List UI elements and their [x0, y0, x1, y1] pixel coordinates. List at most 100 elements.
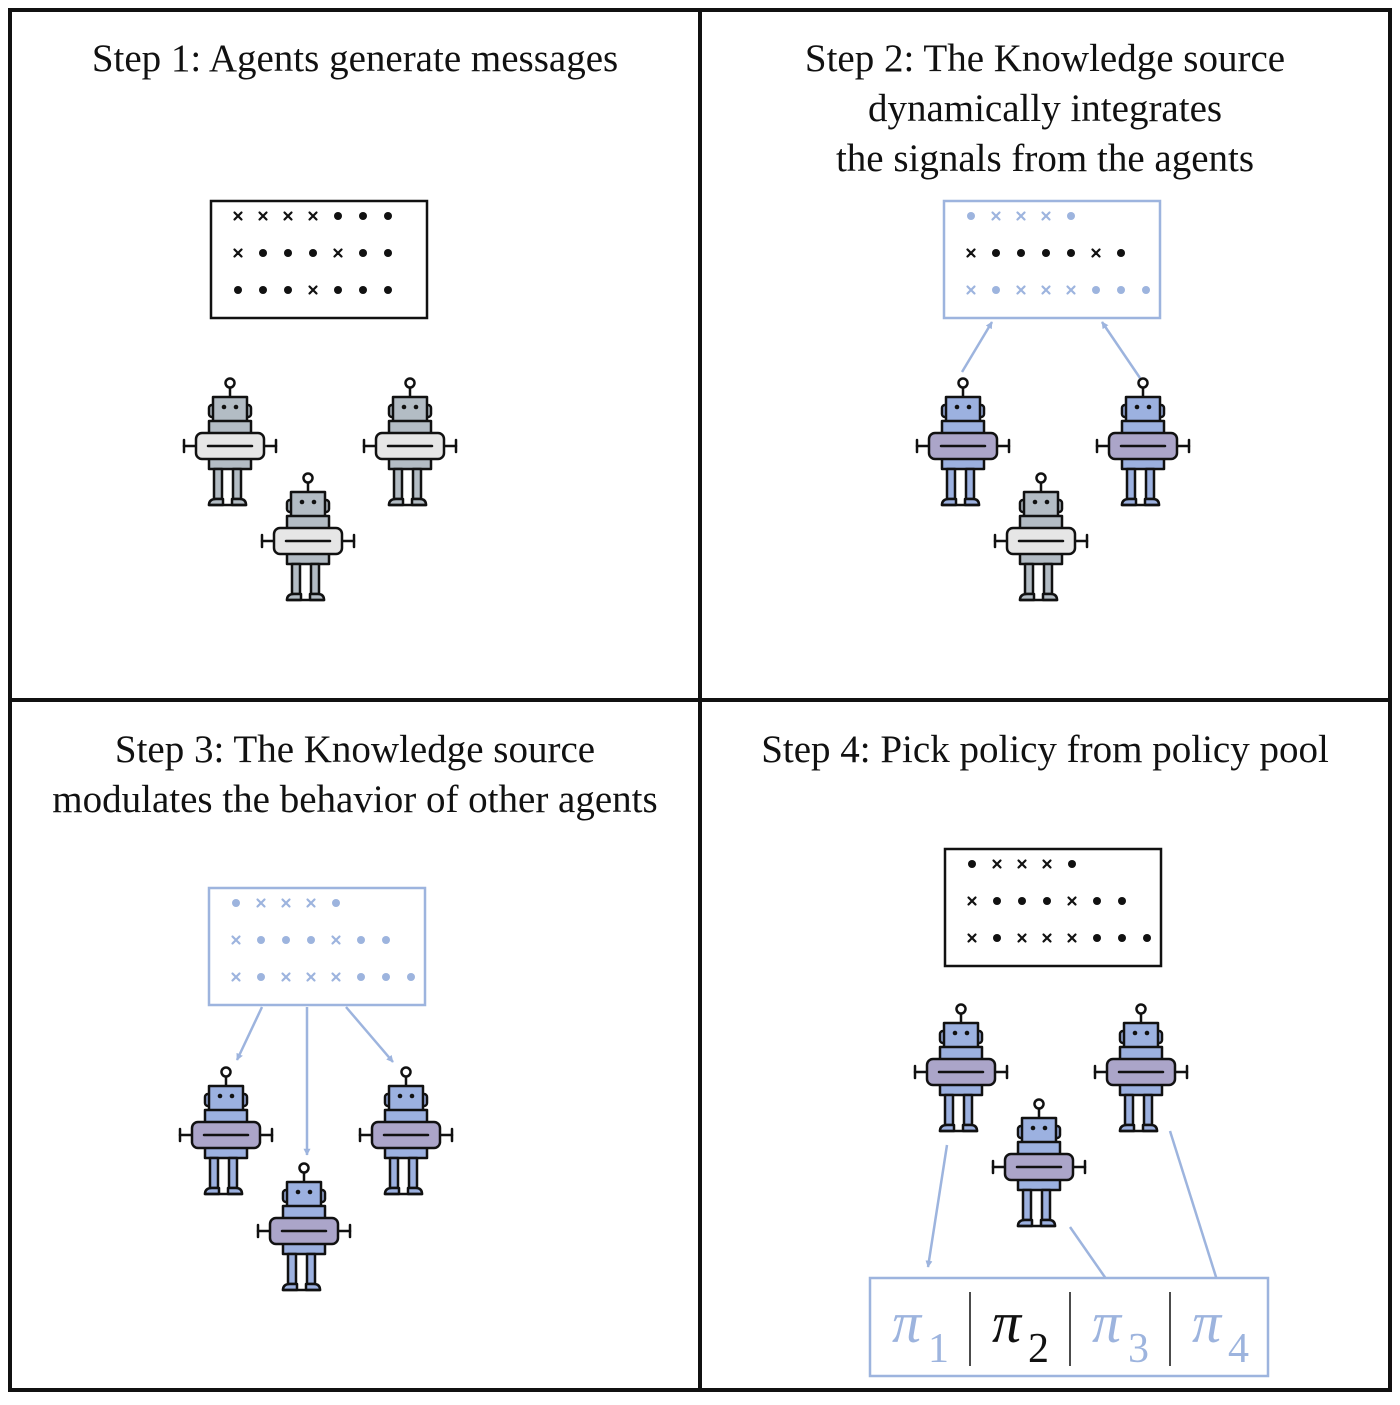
message-dot	[309, 249, 317, 257]
policy-symbol: π	[1192, 1290, 1223, 1355]
policy-symbol: π	[1092, 1290, 1123, 1355]
robot-icon	[991, 1098, 1087, 1228]
message-cross	[331, 935, 341, 945]
message-cross	[992, 859, 1002, 869]
message-dot	[1018, 897, 1026, 905]
message-dot	[284, 249, 292, 257]
board-frame	[207, 886, 427, 1007]
arrow-icon	[235, 1006, 264, 1061]
message-dot	[1117, 249, 1125, 257]
message-cross	[283, 211, 293, 221]
message-dot	[359, 249, 367, 257]
robot-icon	[260, 472, 356, 602]
message-cross	[331, 972, 341, 982]
message-dot	[282, 936, 290, 944]
message-cross	[281, 898, 291, 908]
message-cross	[281, 972, 291, 982]
message-dot	[234, 286, 242, 294]
message-dot	[382, 936, 390, 944]
policy-symbol: π	[892, 1290, 923, 1355]
message-dot	[968, 860, 976, 868]
message-cross	[1016, 285, 1026, 295]
message-cross	[1016, 211, 1026, 221]
message-cross	[306, 898, 316, 908]
message-dot	[257, 936, 265, 944]
message-cross	[966, 285, 976, 295]
panel-3-title: Step 3: The Knowledge source modulates t…	[52, 728, 658, 821]
message-dot	[332, 899, 340, 907]
message-dot	[1143, 934, 1151, 942]
panel-2-title: Step 2: The Knowledge source dynamically…	[804, 37, 1286, 180]
board-frame	[943, 847, 1163, 968]
policy-symbol: π	[992, 1290, 1023, 1355]
message-cross	[233, 211, 243, 221]
policy-pool-frame	[868, 1276, 1270, 1378]
robots	[178, 377, 1191, 1292]
message-dot	[357, 973, 365, 981]
message-dot	[334, 286, 342, 294]
message-cross	[1017, 933, 1027, 943]
message-cross	[966, 248, 976, 258]
message-dot	[232, 899, 240, 907]
message-cross	[1017, 859, 1027, 869]
message-dot	[993, 897, 1001, 905]
robot-icon	[913, 1003, 1009, 1133]
message-dot	[384, 286, 392, 294]
message-dot	[1118, 897, 1126, 905]
message-cross	[258, 211, 268, 221]
message-dot	[382, 973, 390, 981]
message-dot	[1117, 286, 1125, 294]
robot-icon	[915, 377, 1011, 507]
message-board-step-1	[209, 199, 429, 320]
policy-subscript: 3	[1128, 1326, 1149, 1372]
message-dot	[1067, 249, 1075, 257]
message-board-step-4	[943, 847, 1163, 968]
robot-icon	[256, 1162, 352, 1292]
message-dot	[1042, 249, 1050, 257]
message-board-step-2	[942, 199, 1162, 320]
robot-icon	[182, 377, 278, 507]
message-cross	[967, 896, 977, 906]
message-dot	[359, 286, 367, 294]
message-dot	[357, 936, 365, 944]
panel-1-title: Step 1: Agents generate messages	[91, 37, 619, 80]
message-cross	[1041, 285, 1051, 295]
message-dot	[1067, 212, 1075, 220]
policy-subscript: 1	[928, 1326, 949, 1372]
message-dot	[257, 973, 265, 981]
message-board-step-3	[207, 886, 427, 1007]
message-cross	[1041, 211, 1051, 221]
message-cross	[231, 935, 241, 945]
message-dot	[1017, 249, 1025, 257]
message-cross	[231, 972, 241, 982]
message-dot	[1043, 897, 1051, 905]
message-dot	[384, 212, 392, 220]
message-cross	[233, 248, 243, 258]
policy-subscript: 2	[1028, 1326, 1049, 1372]
message-dot	[259, 286, 267, 294]
message-cross	[1067, 896, 1077, 906]
message-dot	[992, 286, 1000, 294]
message-cross	[308, 211, 318, 221]
message-cross	[1042, 859, 1052, 869]
message-cross	[1067, 933, 1077, 943]
message-dot	[993, 934, 1001, 942]
message-dot	[1092, 286, 1100, 294]
robot-icon	[362, 377, 458, 507]
message-dot	[1068, 860, 1076, 868]
message-cross	[1091, 248, 1101, 258]
message-dot	[1118, 934, 1126, 942]
arrow-icon	[925, 1144, 949, 1268]
message-cross	[333, 248, 343, 258]
message-dot	[259, 249, 267, 257]
arrow-icon	[960, 321, 994, 373]
arrow-icon	[345, 1006, 394, 1063]
panel-frames	[8, 8, 1392, 1392]
policy-subscript: 4	[1228, 1326, 1249, 1372]
message-dot	[359, 212, 367, 220]
